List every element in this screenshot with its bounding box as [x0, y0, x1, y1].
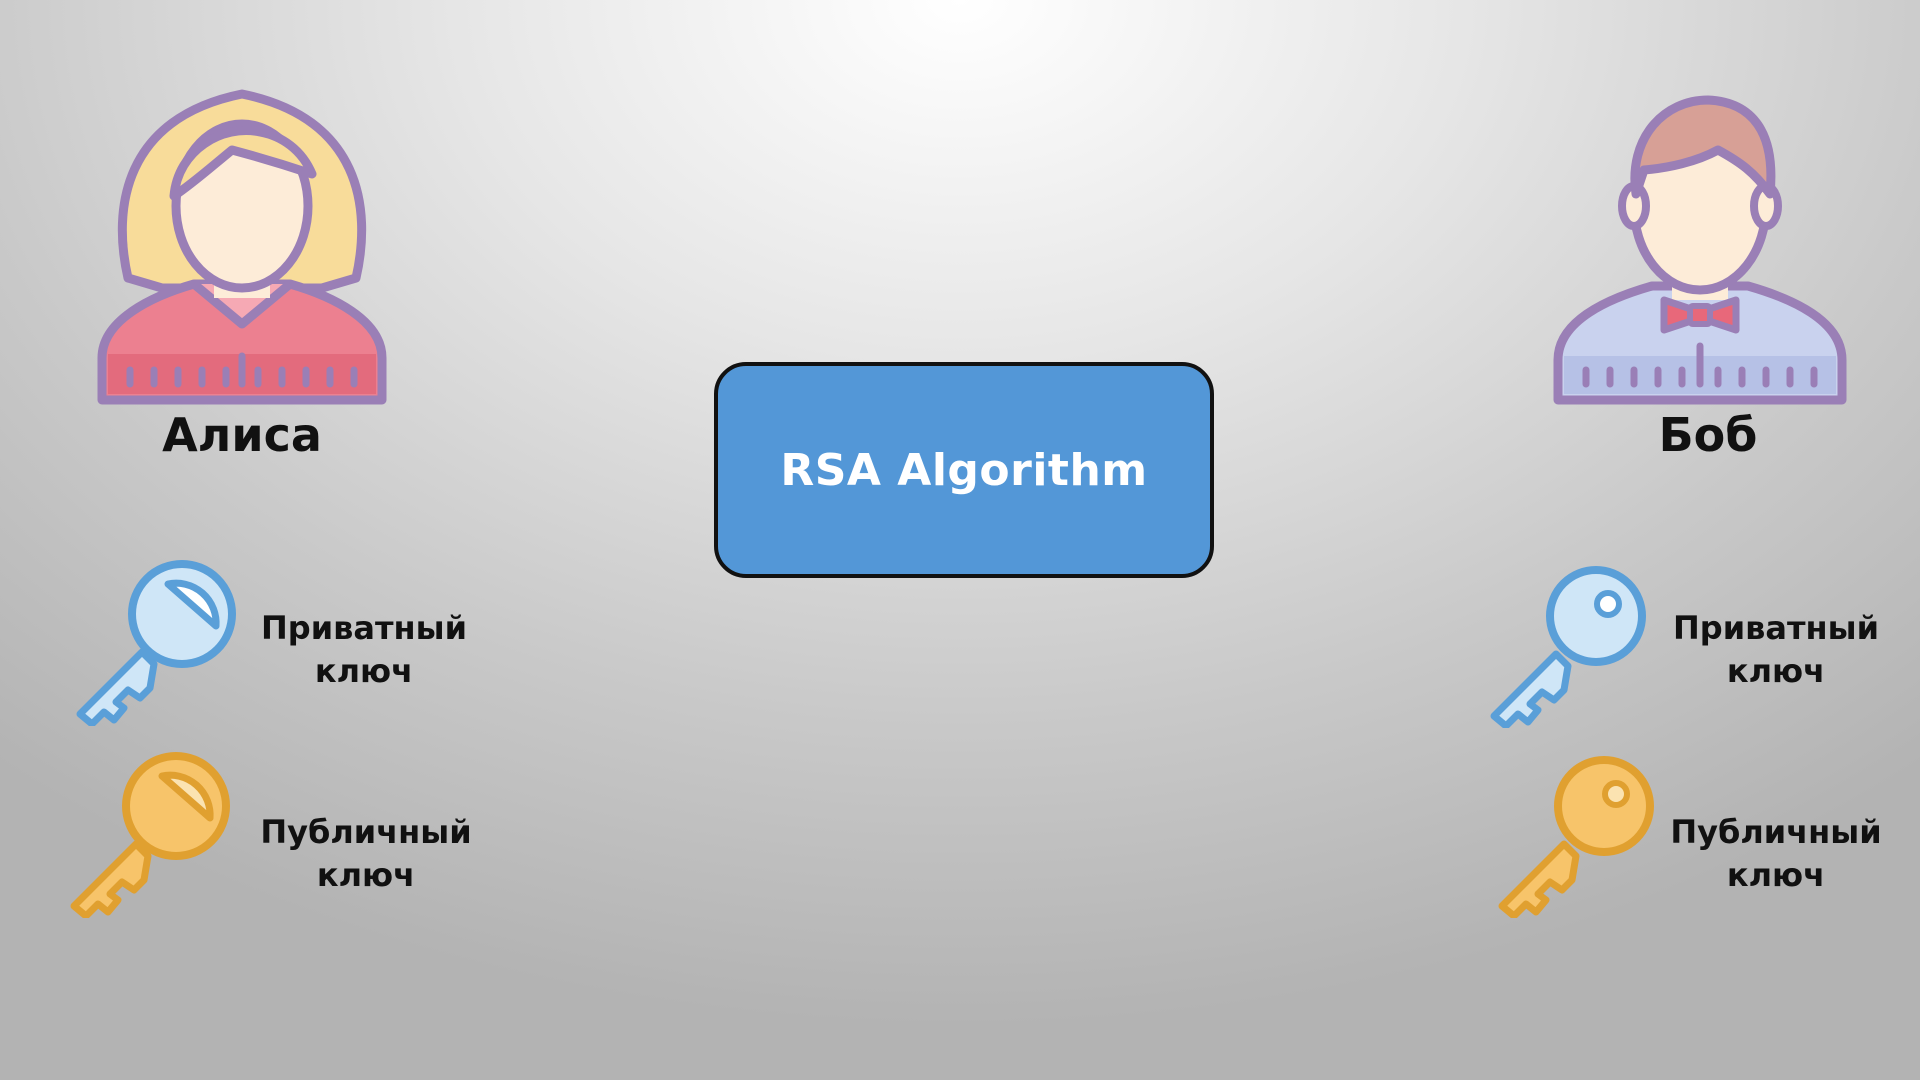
alice-public-key-icon [64, 748, 234, 918]
bob-private-key-icon [1484, 558, 1654, 728]
bob-public-key-line2: ключ [1726, 856, 1826, 894]
bob-private-key-label: Приватный ключ [1673, 607, 1879, 693]
bob-public-key-line1: Публичный [1670, 813, 1882, 851]
alice-private-key-line1: Приватный [261, 609, 467, 647]
alice-name: Алиса [162, 408, 322, 462]
alice-private-key-label: Приватный ключ [261, 607, 467, 693]
bob-public-key-icon [1492, 748, 1662, 918]
alice-avatar-icon [82, 88, 402, 408]
bob-name: Боб [1658, 408, 1758, 462]
bob-private-key-line1: Приватный [1673, 609, 1879, 647]
alice-public-key-line1: Публичный [260, 813, 472, 851]
rsa-algorithm-label: RSA Algorithm [780, 444, 1148, 496]
alice-private-key-icon [70, 556, 240, 726]
bob-private-key-line2: ключ [1726, 652, 1826, 690]
alice-private-key-line2: ключ [314, 652, 414, 690]
alice-public-key-label: Публичный ключ [260, 811, 471, 897]
bob-avatar-icon [1540, 88, 1860, 408]
rsa-algorithm-box: RSA Algorithm [714, 362, 1214, 578]
bob-public-key-label: Публичный ключ [1670, 811, 1881, 897]
alice-public-key-line2: ключ [316, 856, 416, 894]
